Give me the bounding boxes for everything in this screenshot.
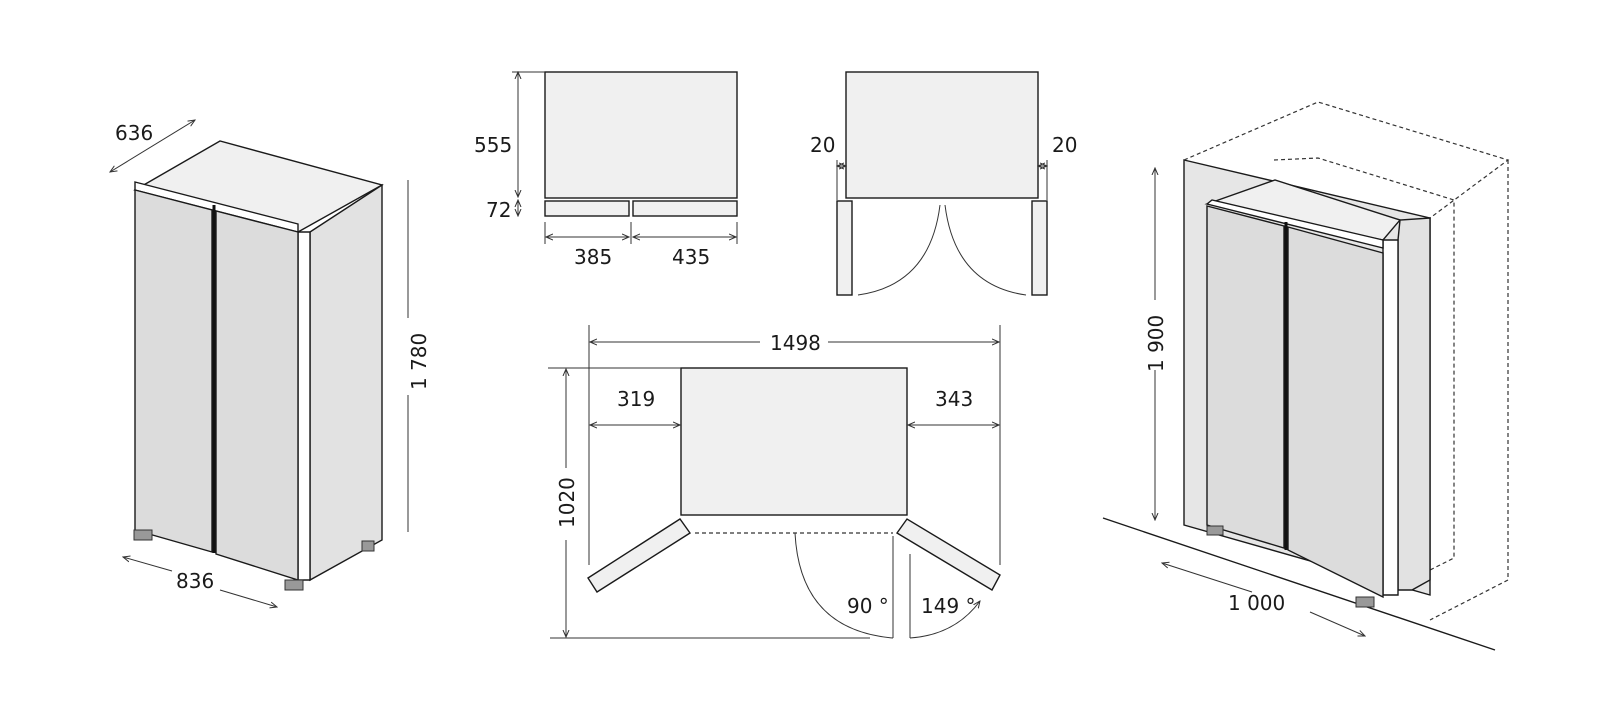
depth-label: 636 [115,121,153,145]
angle-90-label: 90 ° [847,594,889,618]
door-depth-label: 72 [486,198,511,222]
iso-fridge-view: 636 836 1 780 [110,120,431,607]
right-swing-label: 343 [935,387,973,411]
top-view-doors-open: 20 20 [810,71,1077,296]
fridge-side [309,183,383,582]
angle-149-label: 149 ° [921,594,976,618]
niche-height-label: 1 900 [1144,315,1168,372]
foot [284,579,304,591]
depth-555-label: 555 [474,133,512,157]
niche-width-label: 1 000 [1228,591,1285,615]
foot [133,529,153,541]
right-door [215,210,299,581]
niche-left-door [1206,205,1285,549]
foot [361,540,375,552]
left-swing-label: 319 [617,387,655,411]
plan-view-door-swing: 1498 319 343 1020 90 ° 149 ° [548,325,1001,639]
width-label: 836 [176,569,214,593]
right-width-label: 435 [672,245,710,269]
total-width-label: 1498 [770,331,821,355]
left-clearance-label: 20 [810,133,835,157]
right-clearance-label: 20 [1052,133,1077,157]
left-width-label: 385 [574,245,612,269]
niche-installation-view: 1 900 1 000 [1102,101,1510,651]
top-view-drawers: 555 72 385 435 [474,72,738,269]
height-label: 1 780 [407,333,431,390]
niche-right-door [1287,226,1384,599]
left-door [134,189,213,553]
total-depth-label: 1020 [555,477,579,528]
